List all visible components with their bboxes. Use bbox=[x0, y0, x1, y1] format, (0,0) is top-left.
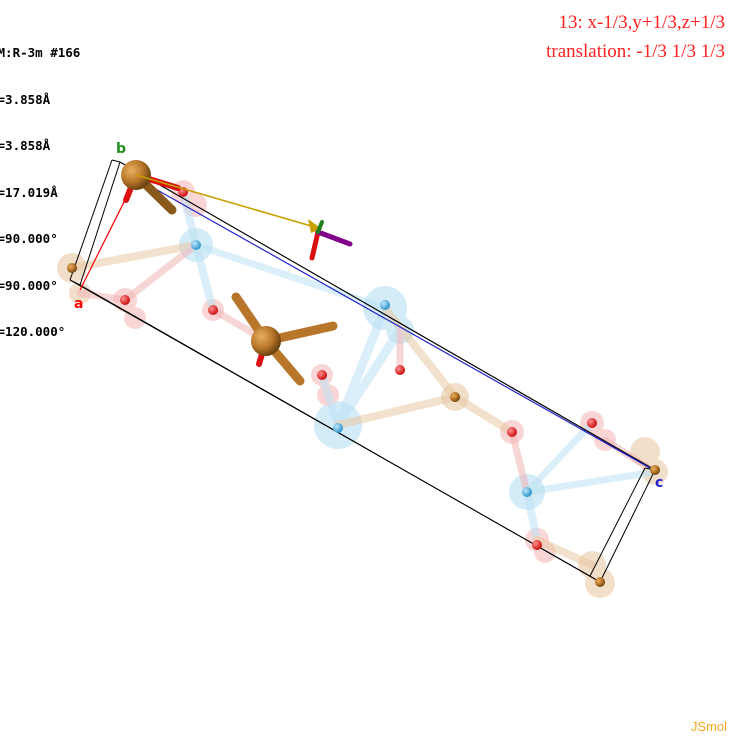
axis-label-a: a bbox=[74, 296, 83, 312]
atoms bbox=[67, 187, 660, 587]
symmetry-operation-readout: 13: x-1/3,y+1/3,z+1/3 translation: -1/3 … bbox=[546, 8, 725, 66]
cell-a-length: a=3.858Å bbox=[0, 91, 51, 107]
jsmol-logo[interactable]: JSmol bbox=[690, 719, 727, 734]
space-group-label: HM:R-3m #166 bbox=[0, 45, 81, 60]
cell-b-length: b=3.858Å bbox=[0, 138, 51, 153]
cell-alpha-angle: α=90.000° bbox=[0, 231, 58, 246]
axis-label-c: c bbox=[655, 475, 663, 491]
cell-gamma-angle: γ=120.000° bbox=[0, 324, 66, 339]
cell-c-length: c=17.019Å bbox=[0, 184, 58, 200]
symmetry-translation: translation: -1/3 1/3 1/3 bbox=[546, 41, 725, 62]
highlighted-atom-2[interactable] bbox=[231, 292, 338, 386]
c-axis-line bbox=[135, 177, 651, 469]
translation-vector-arrow bbox=[135, 174, 353, 261]
unit-cell-info: HM:R-3m #166 a=3.858Å b=3.858Å c=17.019Å… bbox=[0, 14, 80, 355]
symmetry-operation: 13: x-1/3,y+1/3,z+1/3 bbox=[558, 12, 725, 33]
cell-beta-angle: β=90.000° bbox=[0, 277, 58, 293]
bonds bbox=[68, 188, 659, 569]
axis-label-b: b bbox=[116, 141, 126, 157]
